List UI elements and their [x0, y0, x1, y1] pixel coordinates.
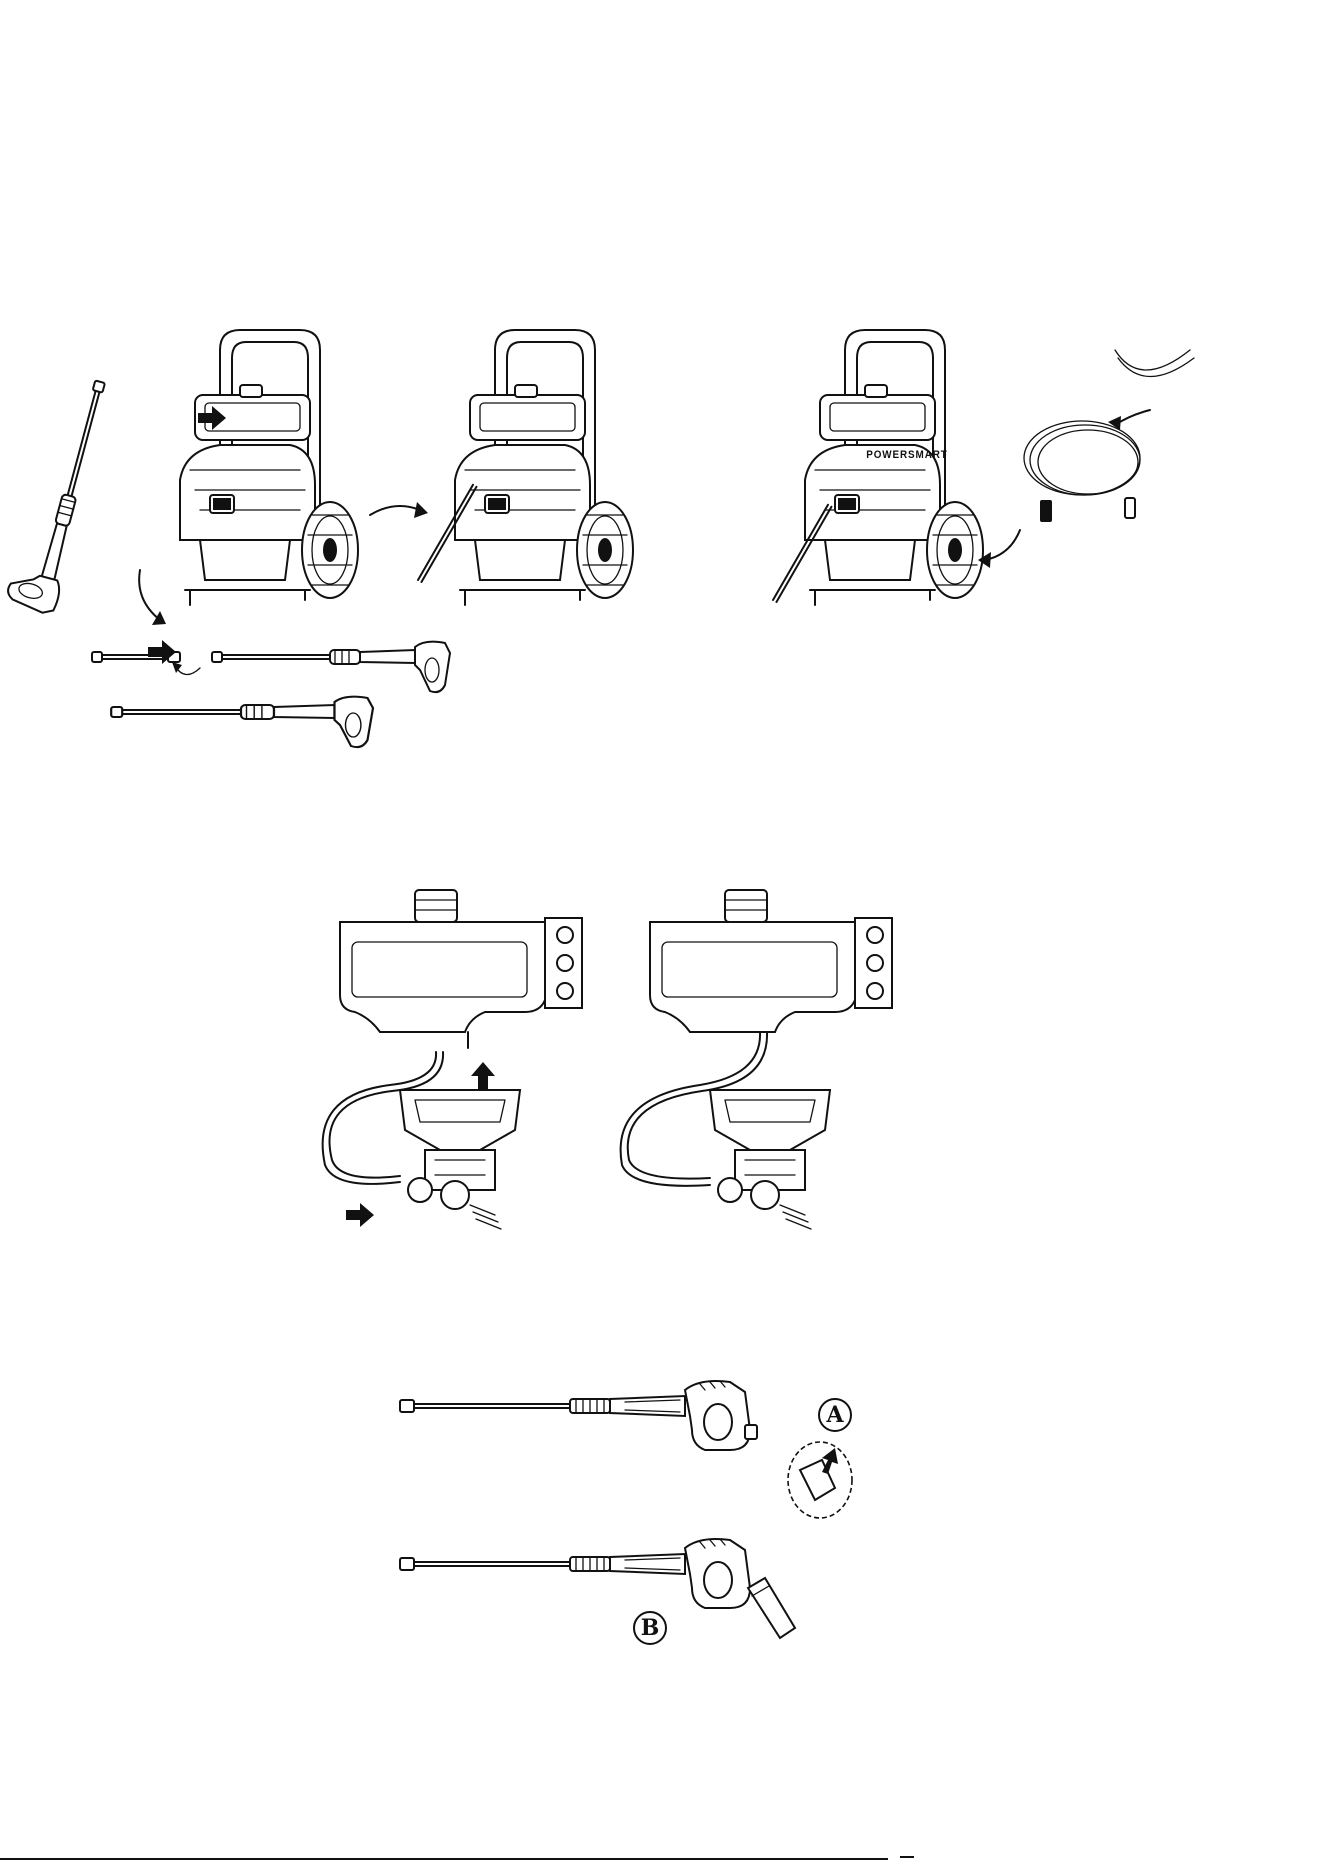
engine-brand: POWERSMART [866, 450, 948, 462]
arrow-icon [346, 1203, 374, 1227]
arrow-icon [471, 1062, 495, 1090]
panel-hose-connection: POWERSMART [805, 330, 983, 605]
figure-3-spray-gun: A B [380, 1360, 900, 1660]
gun-a [400, 1381, 757, 1450]
curved-arrow-icon [978, 530, 1020, 568]
figure-2-tank-hose [290, 890, 910, 1250]
gun-b [400, 1539, 795, 1638]
tank-connected [621, 890, 892, 1229]
curved-arrow-icon [139, 570, 166, 625]
coiled-hose [1024, 350, 1194, 522]
curved-arrow-icon [370, 502, 428, 518]
figure-1-assembly: POWERSMART [0, 330, 1324, 750]
label-b: B [641, 1615, 660, 1641]
panel-washer-assembled [455, 330, 633, 605]
tank-disconnected [323, 890, 582, 1229]
footer-rule [0, 1858, 888, 1860]
label-a: A [825, 1402, 844, 1428]
footer-mark [900, 1856, 914, 1858]
panel-washer-disassembled [180, 330, 358, 605]
rotate-arrow-icon [172, 662, 200, 675]
